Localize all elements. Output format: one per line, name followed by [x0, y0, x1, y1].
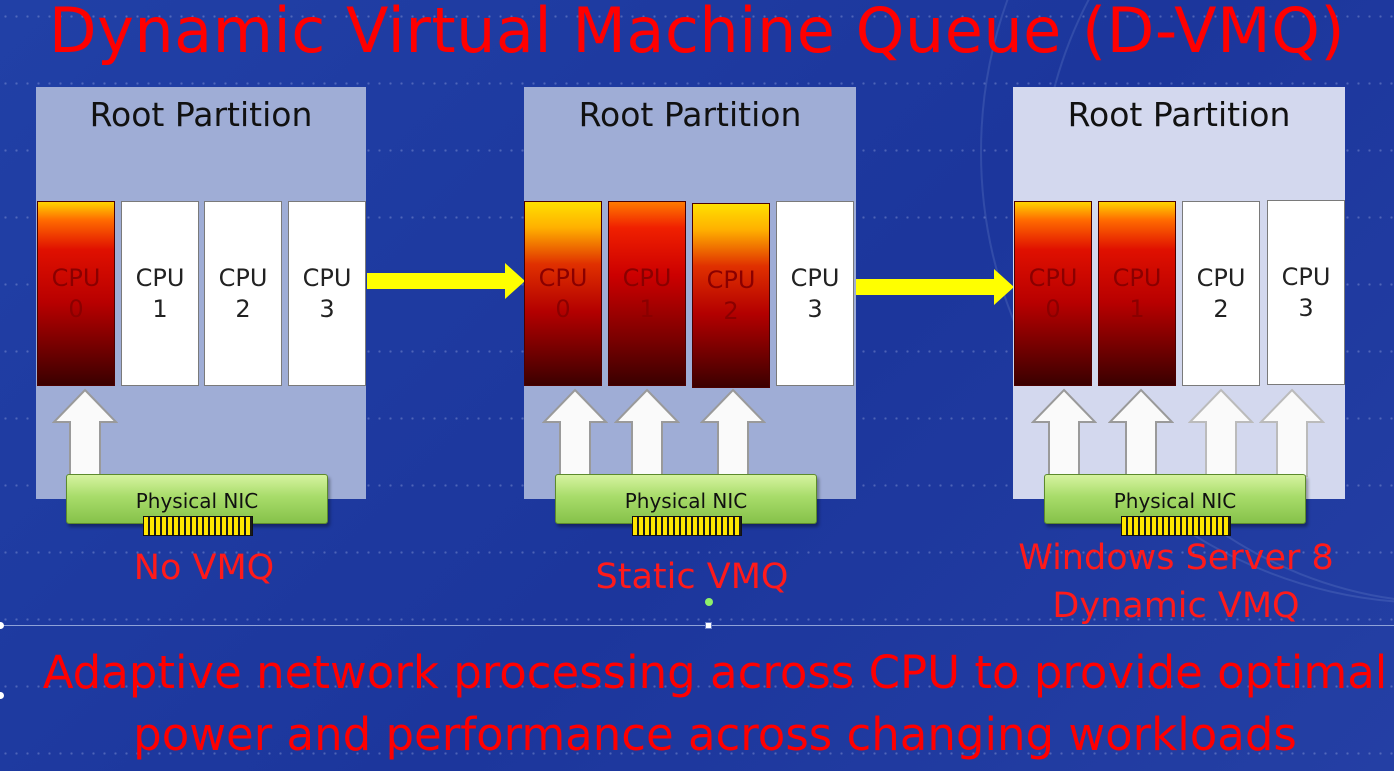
panel-title: Root Partition	[89, 95, 313, 134]
caption-dynamic-vmq: Dynamic VMQ	[1052, 586, 1300, 626]
right-arrow-icon	[856, 269, 1014, 305]
right-arrow-icon	[367, 263, 525, 299]
caption-no-vmq: No VMQ	[133, 548, 275, 588]
cpu-box: CPU 3	[776, 201, 854, 386]
nic-label: Physical NIC	[1113, 489, 1237, 513]
nic-label: Physical NIC	[624, 489, 748, 513]
cpu-number: 0	[1045, 294, 1061, 323]
up-arrow-icon	[1108, 388, 1174, 477]
up-arrow-icon	[1259, 388, 1325, 477]
up-arrow-icon	[614, 388, 680, 477]
physical-nic: Physical NIC	[66, 474, 328, 524]
cpu-label: CPU	[135, 263, 185, 292]
cpu-box: CPU 1	[608, 201, 686, 386]
nic-connector-icon	[1121, 516, 1231, 536]
cpu-box: CPU 2	[204, 201, 282, 386]
resize-handle[interactable]	[0, 622, 4, 629]
cpu-box: CPU 0	[1014, 201, 1092, 386]
cpu-box: CPU 0	[524, 201, 602, 386]
cpu-number: 1	[1129, 294, 1145, 323]
cpu-label: CPU	[622, 263, 672, 292]
panel-title: Root Partition	[1067, 95, 1291, 134]
cpu-label: CPU	[538, 263, 588, 292]
textbox-frame	[0, 625, 1394, 626]
cpu-box: CPU 3	[288, 201, 366, 386]
cpu-label: CPU	[218, 263, 268, 292]
up-arrow-icon	[1188, 388, 1254, 477]
cpu-label: CPU	[790, 263, 840, 292]
nic-label: Physical NIC	[135, 489, 259, 513]
cpu-box: CPU 1	[1098, 201, 1176, 386]
caption-windows-server-8: Windows Server 8	[1018, 538, 1334, 578]
caption-static-vmq: Static VMQ	[595, 557, 789, 597]
cpu-number: 3	[319, 294, 335, 323]
cpu-number: 0	[68, 294, 84, 323]
cpu-label: CPU	[1196, 263, 1246, 292]
up-arrow-icon	[1031, 388, 1097, 477]
resize-handle[interactable]	[705, 622, 712, 629]
cpu-number: 3	[1298, 293, 1314, 322]
cpu-label: CPU	[1281, 262, 1331, 291]
rotate-handle[interactable]	[705, 598, 713, 606]
cpu-number: 2	[1213, 294, 1229, 323]
cpu-number: 2	[235, 294, 251, 323]
cpu-box: CPU 2	[1182, 201, 1260, 386]
nic-connector-icon	[143, 516, 253, 536]
cpu-box: CPU 2	[692, 203, 770, 388]
cpu-label: CPU	[302, 263, 352, 292]
cpu-label: CPU	[51, 263, 101, 292]
cpu-box: CPU 0	[37, 201, 115, 386]
up-arrow-icon	[542, 388, 608, 477]
cpu-label: CPU	[706, 265, 756, 294]
up-arrow-icon	[700, 388, 766, 477]
footer-line-2: power and performance across changing wo…	[133, 708, 1297, 761]
cpu-number: 3	[807, 294, 823, 323]
cpu-number: 2	[723, 296, 739, 325]
slide-title: Dynamic Virtual Machine Queue (D-VMQ)	[48, 0, 1346, 67]
cpu-label: CPU	[1112, 263, 1162, 292]
cpu-number: 1	[639, 294, 655, 323]
up-arrow-icon	[52, 388, 118, 477]
footer-text: Adaptive network processing across CPU t…	[0, 642, 1394, 766]
physical-nic: Physical NIC	[555, 474, 817, 524]
cpu-box: CPU 3	[1267, 200, 1345, 385]
cpu-label: CPU	[1028, 263, 1078, 292]
panel-title: Root Partition	[578, 95, 802, 134]
resize-handle[interactable]	[0, 692, 4, 699]
cpu-number: 1	[152, 294, 168, 323]
nic-connector-icon	[632, 516, 742, 536]
footer-line-1: Adaptive network processing across CPU t…	[42, 646, 1388, 699]
cpu-box: CPU 1	[121, 201, 199, 386]
cpu-number: 0	[555, 294, 571, 323]
